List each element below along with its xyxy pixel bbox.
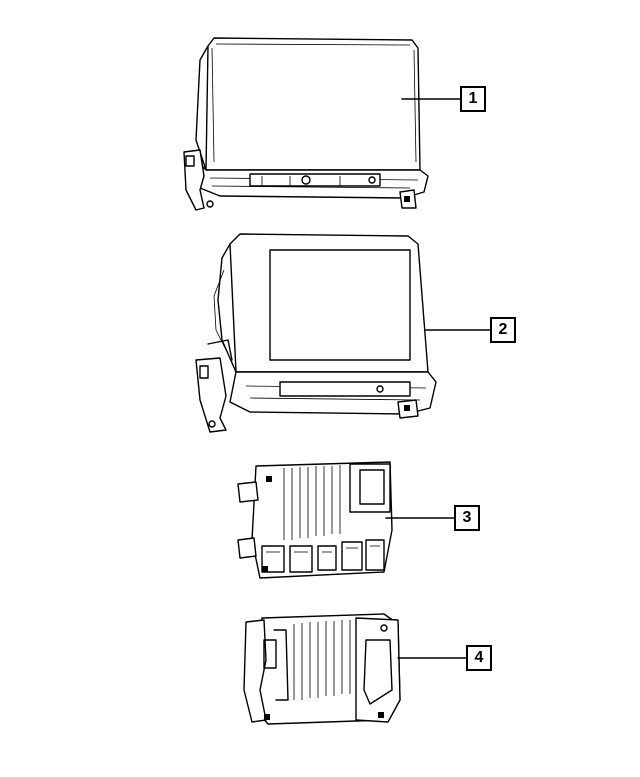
- part-2-display-bezel: [195, 233, 437, 433]
- callout-1: 1: [460, 86, 486, 112]
- part-1-display-unit: [183, 37, 429, 211]
- callout-3-label: 3: [462, 509, 472, 526]
- callout-4-label: 4: [474, 649, 484, 666]
- callout-4: 4: [466, 645, 492, 671]
- callout-3: 3: [454, 505, 480, 531]
- callout-2: 2: [490, 317, 516, 343]
- callout-2-label: 2: [498, 321, 508, 338]
- part-3-radio-module: [237, 461, 393, 579]
- callout-1-label: 1: [468, 90, 478, 107]
- part-4-amplifier: [243, 613, 401, 725]
